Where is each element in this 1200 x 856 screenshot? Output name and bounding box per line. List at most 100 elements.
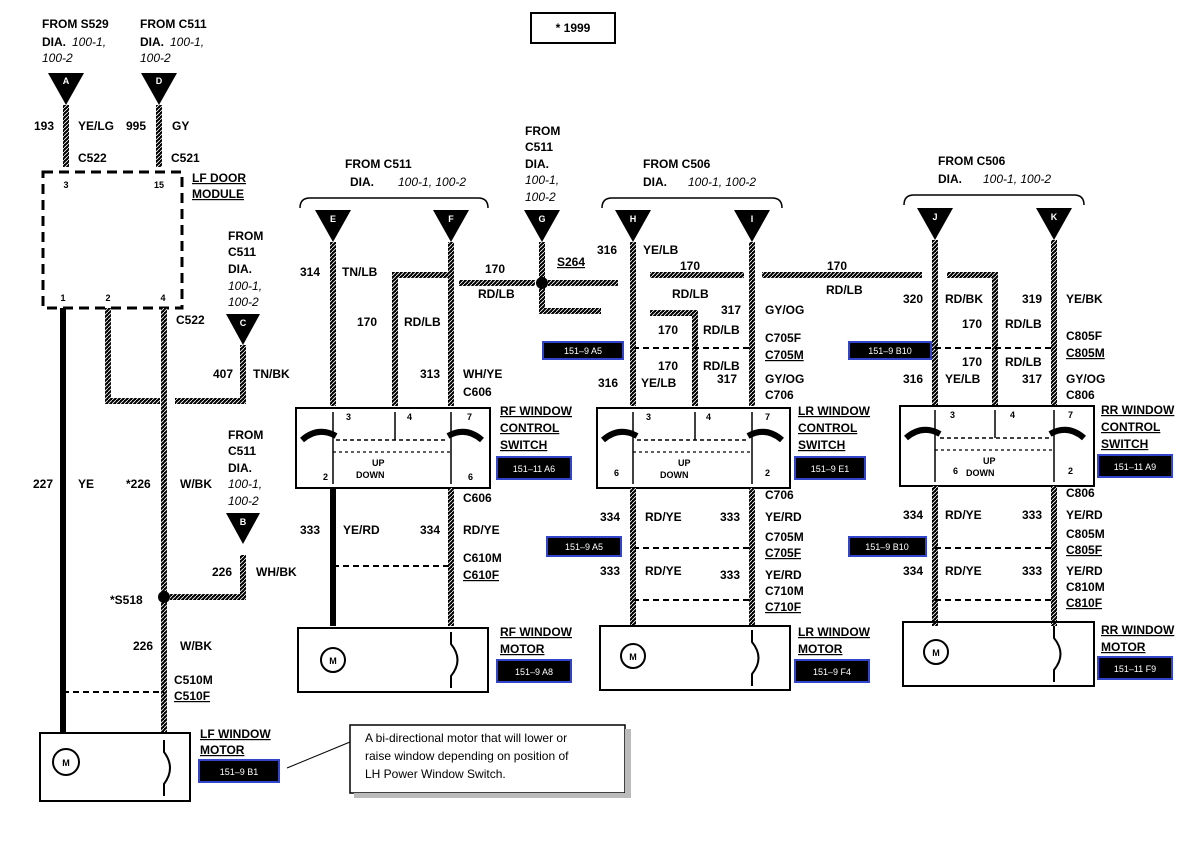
svg-text:RD/LB: RD/LB: [1005, 355, 1042, 369]
ref-tag[interactable]: 151–9 F4: [794, 659, 870, 683]
svg-text:RD/LB: RD/LB: [404, 315, 441, 329]
svg-text:UP: UP: [372, 458, 385, 468]
lf-wires: [60, 308, 246, 733]
svg-text:C510F: C510F: [174, 689, 210, 703]
svg-text:C705M: C705M: [765, 348, 804, 362]
svg-text:100-1, 100-2: 100-1, 100-2: [983, 172, 1051, 186]
source-b: FROM C511 DIA. 100-1, 100-2 B: [226, 428, 263, 544]
svg-text:YE/RD: YE/RD: [1066, 564, 1103, 578]
svg-text:FROM C511: FROM C511: [345, 157, 412, 171]
svg-text:GY/OG: GY/OG: [1066, 372, 1105, 386]
svg-text:C705F: C705F: [765, 546, 801, 560]
svg-text:M: M: [62, 758, 70, 768]
ref-tag[interactable]: 151–11 F9: [1097, 656, 1173, 680]
svg-text:MOTOR: MOTOR: [1101, 640, 1146, 654]
svg-text:334: 334: [600, 510, 620, 524]
svg-text:C710F: C710F: [765, 600, 801, 614]
ref-tag[interactable]: 151–9 A5: [546, 536, 622, 557]
svg-text:193: 193: [34, 119, 54, 133]
svg-text:RD/LB: RD/LB: [703, 323, 740, 337]
svg-text:100-2: 100-2: [228, 494, 259, 508]
ref-tag[interactable]: 151–9 B10: [848, 341, 932, 360]
svg-text:7: 7: [765, 412, 770, 422]
svg-text:151–11 A9: 151–11 A9: [1114, 462, 1156, 472]
svg-text:LR WINDOW: LR WINDOW: [798, 625, 871, 639]
svg-text:DOWN: DOWN: [356, 470, 385, 480]
lr-wires-bottom: [630, 488, 755, 626]
svg-text:3: 3: [63, 180, 68, 190]
svg-text:333: 333: [720, 568, 740, 582]
svg-text:C511: C511: [525, 140, 553, 154]
svg-text:C521: C521: [171, 151, 200, 165]
svg-text:C805M: C805M: [1066, 346, 1105, 360]
ref-tag[interactable]: 151–11 A9: [1097, 454, 1173, 478]
ref-tag[interactable]: 151–9 B10: [848, 536, 927, 557]
svg-text:WH/YE: WH/YE: [463, 367, 502, 381]
svg-text:DIA.: DIA.: [643, 175, 667, 189]
svg-text:TN/LB: TN/LB: [342, 265, 378, 279]
svg-text:6: 6: [468, 472, 473, 482]
svg-text:C805F: C805F: [1066, 329, 1102, 343]
svg-text:333: 333: [720, 510, 740, 524]
source-hi: FROM C506 DIA. 100-1, 100-2 H I: [601, 157, 783, 242]
svg-text:SWITCH: SWITCH: [500, 438, 547, 452]
ref-tag[interactable]: 151–9 B1: [198, 759, 280, 783]
svg-text:MODULE: MODULE: [192, 187, 244, 201]
svg-text:YE/RD: YE/RD: [765, 568, 802, 582]
svg-text:YE/LB: YE/LB: [945, 372, 981, 386]
svg-text:995: 995: [126, 119, 146, 133]
svg-text:4: 4: [706, 412, 711, 422]
svg-text:C606: C606: [463, 491, 492, 505]
svg-text:LH Power Window Switch.: LH Power Window Switch.: [365, 767, 506, 781]
svg-text:*S518: *S518: [110, 593, 143, 607]
svg-text:MOTOR: MOTOR: [500, 642, 545, 656]
svg-text:100-1, 100-2: 100-1, 100-2: [398, 175, 466, 189]
svg-text:226: 226: [212, 565, 232, 579]
svg-text:RR WINDOW: RR WINDOW: [1101, 403, 1175, 417]
svg-text:100-2: 100-2: [42, 51, 73, 65]
source-c: FROM C511 DIA. 100-1, 100-2 C: [226, 229, 263, 345]
svg-text:226: 226: [133, 639, 153, 653]
rr-wires-bottom: [932, 486, 1057, 626]
source-d: FROM C511 DIA. 100-1, 100-2 D: [140, 17, 207, 105]
svg-text:C522: C522: [78, 151, 107, 165]
svg-text:E: E: [330, 214, 336, 224]
svg-text:C705M: C705M: [765, 530, 804, 544]
rf-wires-bottom: [330, 488, 454, 626]
svg-text:C610M: C610M: [463, 551, 502, 565]
svg-text:RR WINDOW: RR WINDOW: [1101, 623, 1175, 637]
svg-text:DIA.: DIA.: [525, 157, 549, 171]
ref-tag[interactable]: 151–11 A6: [496, 456, 572, 480]
source-ef: FROM C511 DIA. 100-1, 100-2 E F: [299, 157, 489, 242]
ref-tag[interactable]: 151–9 A5: [542, 341, 624, 360]
svg-text:333: 333: [1022, 564, 1042, 578]
svg-text:317: 317: [717, 372, 737, 386]
svg-text:DOWN: DOWN: [660, 470, 689, 480]
svg-text:227: 227: [33, 477, 53, 491]
rr-window-motor: M: [902, 621, 1095, 687]
svg-text:SWITCH: SWITCH: [798, 438, 845, 452]
svg-text:333: 333: [600, 564, 620, 578]
lr-window-control-switch: 3 4 7 6 2 UP DOWN: [596, 407, 791, 489]
svg-text:GY: GY: [172, 119, 189, 133]
svg-text:DIA.: DIA.: [228, 461, 252, 475]
svg-text:C810F: C810F: [1066, 596, 1102, 610]
svg-text:316: 316: [597, 243, 617, 257]
svg-text:DIA.: DIA.: [938, 172, 962, 186]
svg-text:YE: YE: [78, 477, 94, 491]
svg-text:A bi-directional motor that wi: A bi-directional motor that will lower o…: [365, 731, 567, 745]
ref-tag[interactable]: 151–9 E1: [794, 456, 866, 480]
svg-text:CONTROL: CONTROL: [500, 421, 559, 435]
svg-text:316: 316: [903, 372, 923, 386]
svg-text:WH/BK: WH/BK: [256, 565, 297, 579]
ref-tag[interactable]: 151–9 A8: [496, 659, 572, 683]
lr-wires-top: [630, 242, 922, 406]
svg-text:C511: C511: [228, 444, 256, 458]
svg-text:319: 319: [1022, 292, 1042, 306]
svg-text:RF WINDOW: RF WINDOW: [500, 625, 573, 639]
svg-text:CONTROL: CONTROL: [1101, 420, 1160, 434]
svg-text:C610F: C610F: [463, 568, 499, 582]
svg-text:C706: C706: [765, 388, 794, 402]
svg-text:2: 2: [323, 472, 328, 482]
